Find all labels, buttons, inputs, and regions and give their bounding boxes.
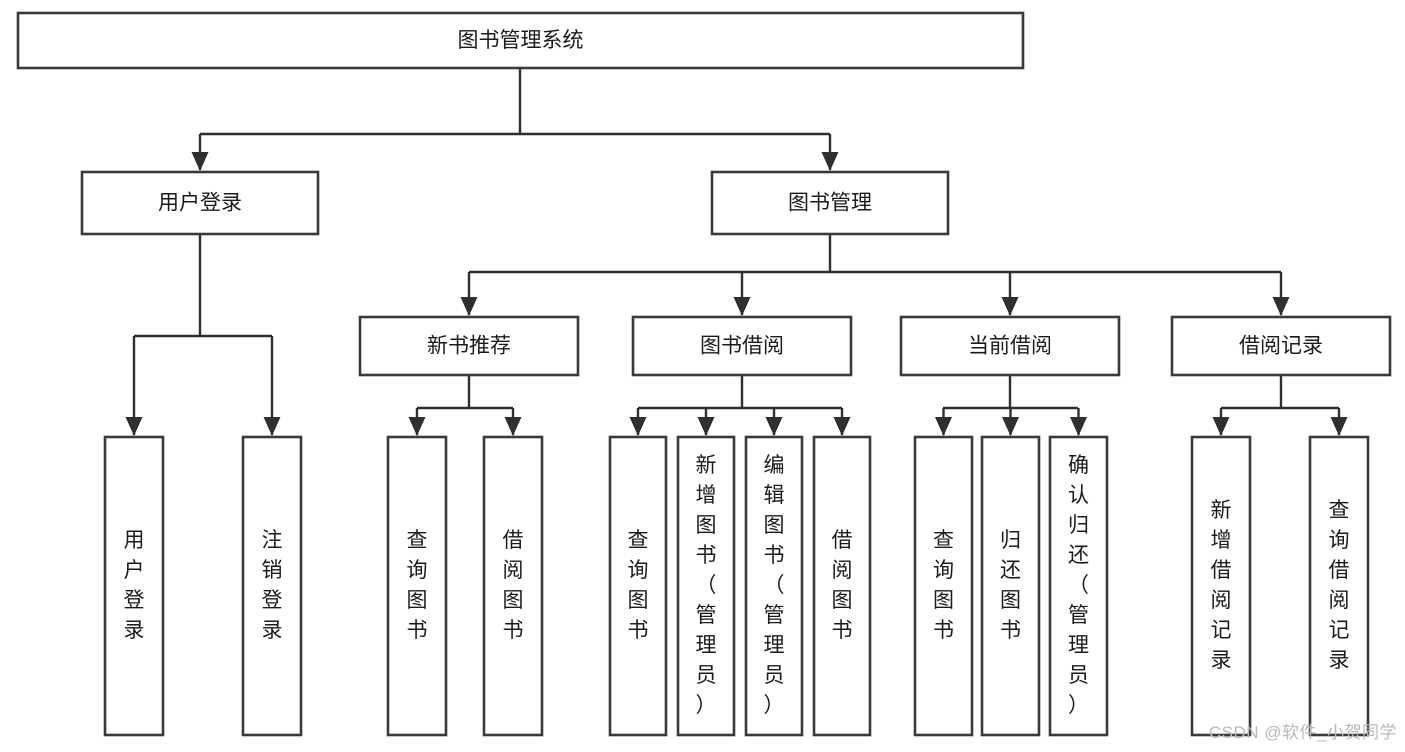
- node-leaf-query-book-borrow[interactable]: 查询图书: [608, 435, 668, 737]
- arrow-head-icon: [821, 152, 839, 171]
- node-leaf-query-borrow-record-label: 查询借阅记录: [1329, 499, 1350, 672]
- node-book-borrow[interactable]: 图书借阅: [631, 315, 853, 377]
- arrow-head-icon: [191, 152, 209, 171]
- node-leaf-query-borrow-record[interactable]: 查询借阅记录: [1308, 435, 1370, 737]
- node-borrow-record-rect: [1170, 315, 1392, 377]
- node-leaf-return-book-rect: [980, 435, 1041, 737]
- arrow-head-icon: [935, 417, 952, 436]
- node-leaf-borrow-book-rec-label: 借阅图书: [503, 529, 524, 642]
- node-leaf-logout-login-label: 注销登录: [262, 529, 283, 642]
- arrow-head-icon: [1330, 417, 1348, 436]
- node-book-manage-rect: [710, 170, 950, 236]
- node-leaf-borrow-book-rect: [812, 435, 872, 737]
- node-leaf-borrow-book[interactable]: 借阅图书: [812, 435, 872, 737]
- arrow-head-icon: [408, 417, 426, 436]
- arrow-head-icon: [1070, 417, 1087, 436]
- node-leaf-add-book-admin-label: 新增图书（管理员）: [696, 454, 717, 717]
- node-leaf-query-book-current[interactable]: 查询图书: [913, 435, 974, 737]
- arrow-head-icon: [733, 297, 751, 316]
- node-leaf-confirm-return-admin[interactable]: 确认归还（管理员）: [1048, 435, 1109, 737]
- node-root-rect: [16, 11, 1025, 70]
- node-leaf-query-book-rec-label: 查询图书: [407, 529, 428, 642]
- node-leaf-query-book-borrow-rect: [608, 435, 668, 737]
- arrow-head-icon: [1272, 297, 1290, 316]
- node-root-label: 图书管理系统: [458, 29, 584, 52]
- node-leaf-edit-book-admin[interactable]: 编辑图书（管理员）: [744, 435, 804, 737]
- watermark-label: CSDN @软件_小贺同学: [1208, 723, 1397, 742]
- node-leaf-logout-login-rect: [241, 435, 303, 737]
- node-leaf-confirm-return-admin-label: 确认归还（管理员）: [1068, 454, 1089, 717]
- node-leaf-user-login-label: 用户登录: [124, 529, 145, 642]
- node-leaf-add-borrow-record-label: 新增借阅记录: [1211, 499, 1232, 672]
- node-current-borrow-label: 当前借阅: [968, 335, 1052, 358]
- node-current-borrow[interactable]: 当前借阅: [899, 315, 1121, 377]
- node-leaf-confirm-return-admin-rect: [1048, 435, 1109, 737]
- arrow-head-icon: [263, 417, 281, 436]
- arrow-head-icon: [629, 417, 647, 436]
- arrow-head-icon: [765, 417, 783, 436]
- node-leaf-borrow-book-label: 借阅图书: [832, 529, 853, 642]
- node-user-login-label: 用户登录: [158, 192, 242, 215]
- node-leaf-query-book-rec[interactable]: 查询图书: [386, 435, 448, 737]
- node-user-login-rect: [80, 170, 320, 236]
- node-book-manage-label: 图书管理: [788, 192, 872, 215]
- node-leaf-return-book-label: 归还图书: [1000, 529, 1021, 642]
- node-leaf-add-book-admin[interactable]: 新增图书（管理员）: [676, 435, 736, 737]
- arrow-head-icon: [1002, 417, 1019, 436]
- node-leaf-user-login-rect: [103, 435, 165, 737]
- node-current-borrow-rect: [899, 315, 1121, 377]
- node-leaf-query-borrow-record-rect: [1308, 435, 1370, 737]
- node-user-login[interactable]: 用户登录: [80, 170, 320, 236]
- node-leaf-query-book-current-label: 查询图书: [933, 529, 954, 642]
- arrow-head-icon: [125, 417, 143, 436]
- node-leaf-edit-book-admin-rect: [744, 435, 804, 737]
- node-leaf-logout-login[interactable]: 注销登录: [241, 435, 303, 737]
- arrow-head-icon: [1001, 297, 1019, 316]
- arrow-head-icon: [1212, 417, 1230, 436]
- node-borrow-record[interactable]: 借阅记录: [1170, 315, 1392, 377]
- node-leaf-user-login[interactable]: 用户登录: [103, 435, 165, 737]
- node-leaf-add-borrow-record[interactable]: 新增借阅记录: [1190, 435, 1252, 737]
- node-book-manage[interactable]: 图书管理: [710, 170, 950, 236]
- node-leaf-query-book-borrow-label: 查询图书: [628, 529, 649, 642]
- node-new-book-recommend-rect: [358, 315, 580, 377]
- node-leaf-add-book-admin-rect: [676, 435, 736, 737]
- node-book-borrow-rect: [631, 315, 853, 377]
- node-leaf-query-book-rec-rect: [386, 435, 448, 737]
- node-leaf-borrow-book-rec-rect: [482, 435, 544, 737]
- node-leaf-edit-book-admin-label: 编辑图书（管理员）: [764, 454, 785, 717]
- node-borrow-record-label: 借阅记录: [1239, 335, 1323, 358]
- node-leaf-add-borrow-record-rect: [1190, 435, 1252, 737]
- arrow-head-icon: [833, 417, 851, 436]
- node-leaf-return-book[interactable]: 归还图书: [980, 435, 1041, 737]
- arrow-head-icon: [697, 417, 715, 436]
- node-book-borrow-label: 图书借阅: [700, 335, 784, 358]
- arrow-head-icon: [460, 297, 478, 316]
- node-leaf-query-book-current-rect: [913, 435, 974, 737]
- node-root[interactable]: 图书管理系统: [16, 11, 1025, 70]
- node-new-book-recommend[interactable]: 新书推荐: [358, 315, 580, 377]
- node-new-book-recommend-label: 新书推荐: [427, 335, 511, 358]
- arrow-head-icon: [504, 417, 522, 436]
- node-leaf-borrow-book-rec[interactable]: 借阅图书: [482, 435, 544, 737]
